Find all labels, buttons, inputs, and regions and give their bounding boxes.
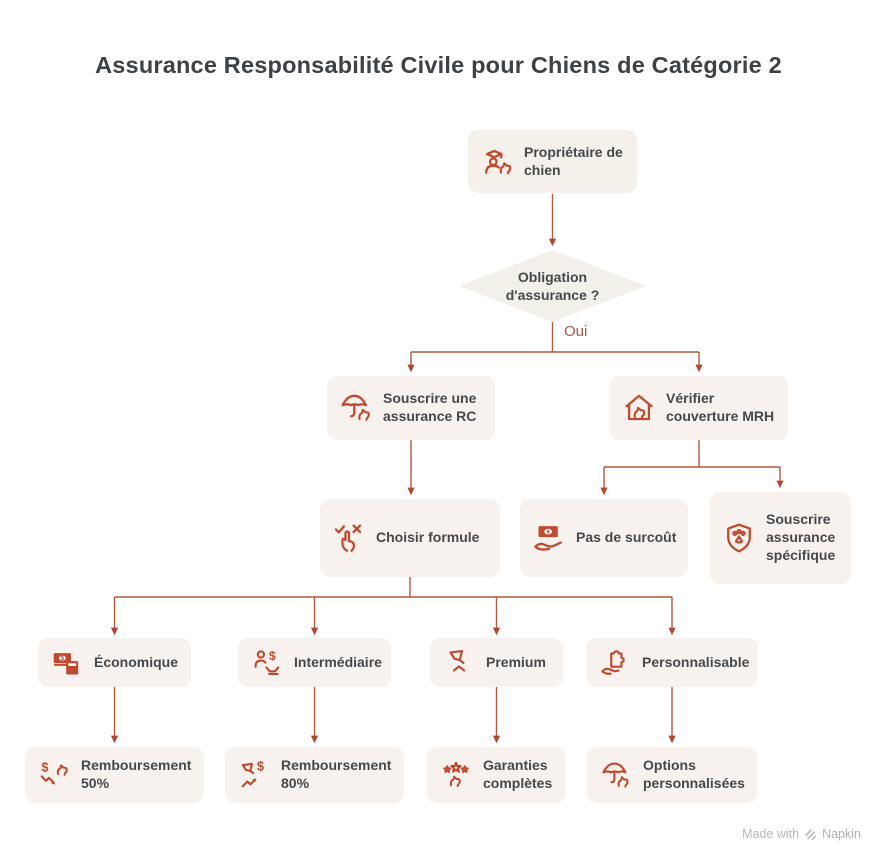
node-remboursement-80: $ Remboursement 80% — [225, 747, 404, 803]
node-souscrire-assurance-specifique: Souscrire assurance spécifique — [710, 492, 851, 584]
node-label: Garanties complètes — [483, 757, 553, 791]
node-remboursement-50: $ Remboursement 50% — [25, 747, 204, 803]
umbrella-insurance-icon — [339, 391, 373, 425]
node-proprietaire-de-chien: Propriétaire de chien — [468, 130, 637, 193]
node-options-personnalisees: Options personnalisées — [587, 747, 757, 803]
node-label: Choisir formule — [376, 529, 480, 546]
dollar-increase-icon: $ — [237, 758, 271, 792]
node-premium: Premium — [430, 638, 563, 687]
svg-text:$: $ — [41, 761, 48, 775]
watermark-brand: Napkin — [822, 827, 861, 841]
money-hand-icon — [532, 521, 566, 555]
node-verifier-couverture-mrh: Vérifier couverture MRH — [610, 376, 788, 440]
node-economique: $ Économique — [38, 638, 191, 687]
node-intermediaire: $ Intermédiaire — [238, 638, 391, 687]
page-title: Assurance Responsabilité Civile pour Chi… — [95, 52, 782, 78]
money-calculator-icon: $ — [50, 646, 84, 680]
node-personnalisable: Personnalisable — [586, 638, 758, 687]
node-label: Premium — [486, 653, 546, 670]
pennant-icon — [442, 646, 476, 680]
choose-hand-icon — [332, 521, 366, 555]
node-pas-de-surcout: Pas de surcoût — [520, 499, 688, 577]
puzzle-hand-icon — [598, 646, 632, 680]
dollar-decrease-icon: $ — [37, 758, 71, 792]
decision-obligation-assurance: Obligation d'assurance ? — [459, 250, 646, 322]
decision-label: Obligation d'assurance ? — [505, 268, 600, 303]
node-choisir-formule: Choisir formule — [320, 499, 500, 577]
node-label: Économique — [94, 653, 179, 670]
umbrella-options-icon — [599, 758, 633, 792]
watermark-text: Made with — [742, 827, 800, 841]
node-souscrire-assurance-rc: Souscrire une assurance RC — [327, 376, 495, 440]
node-garanties-completes: Garanties complètes — [427, 747, 566, 803]
node-label: Souscrire une assurance RC — [383, 390, 477, 424]
edge-label-oui: Oui — [564, 323, 588, 340]
shield-paw-icon — [722, 521, 756, 555]
svg-text:$: $ — [257, 759, 264, 773]
house-dog-icon — [622, 391, 656, 425]
napkin-logo-icon — [804, 828, 817, 841]
node-label: Options personnalisées — [643, 757, 745, 791]
node-label: Intermédiaire — [294, 653, 382, 670]
node-label: Remboursement 50% — [81, 757, 192, 791]
stars-dog-icon — [439, 758, 473, 792]
dog-owner-icon — [480, 145, 514, 179]
node-label: Pas de surcoût — [576, 529, 677, 546]
node-label: Vérifier couverture MRH — [666, 390, 775, 424]
node-label: Propriétaire de chien — [524, 143, 623, 178]
node-label: Remboursement 80% — [281, 757, 392, 791]
svg-text:$: $ — [61, 655, 65, 662]
node-label: Souscrire assurance spécifique — [766, 511, 836, 563]
watermark: Made with Napkin — [742, 827, 861, 841]
person-dollar-icon: $ — [250, 646, 284, 680]
node-label: Personnalisable — [642, 653, 750, 670]
svg-text:$: $ — [269, 648, 276, 662]
